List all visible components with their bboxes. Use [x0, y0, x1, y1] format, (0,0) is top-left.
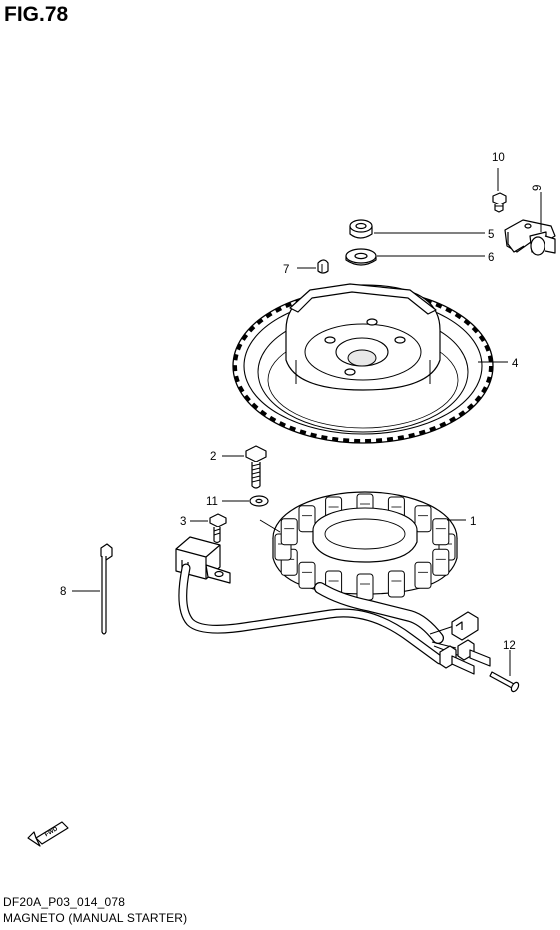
stator-coil	[414, 561, 432, 589]
callout-9: 9	[532, 185, 544, 191]
stator-coil	[280, 518, 298, 546]
part-3-bolt[interactable]	[209, 513, 227, 544]
part-1-wire-harness[interactable]	[178, 563, 461, 665]
callout-6: 6	[488, 252, 494, 264]
stator-coil	[298, 561, 316, 589]
callout-5: 5	[488, 229, 494, 241]
stator-coil	[356, 573, 374, 601]
part-8-cable-tie[interactable]	[100, 543, 113, 635]
stator-pointer-line	[259, 519, 281, 533]
callout-2: 2	[210, 451, 216, 463]
part-1-stator[interactable]	[272, 491, 458, 601]
part-11-washer[interactable]	[249, 495, 269, 507]
stator-coil	[432, 548, 450, 576]
stator-coil	[414, 505, 432, 533]
callout-1: 1	[470, 516, 476, 528]
part-7-key[interactable]	[317, 259, 329, 274]
callout-7: 7	[283, 264, 289, 276]
part-12-screw[interactable]	[489, 671, 520, 693]
callout-12: 12	[503, 640, 516, 652]
callout-11: 11	[206, 496, 218, 508]
part-4-flywheel[interactable]	[232, 283, 494, 444]
figure-code: DF20A_P03_014_078	[3, 895, 126, 909]
stator-coil	[387, 570, 405, 598]
fwd-arrow-icon: FWD	[27, 821, 69, 847]
figure-title: FIG.78	[4, 3, 69, 26]
figure-name: MAGNETO (MANUAL STARTER)	[3, 911, 188, 925]
stator-coil	[298, 505, 316, 533]
callout-10: 10	[492, 152, 505, 164]
part-1-connectors[interactable]	[439, 611, 491, 675]
part-1-pulser-coil[interactable]	[175, 536, 231, 584]
stator-coil	[432, 518, 450, 546]
part-6-washer[interactable]	[345, 248, 377, 266]
part-9-sensor[interactable]	[504, 219, 556, 256]
part-10-bolt[interactable]	[492, 192, 507, 213]
part-2-bolt[interactable]	[245, 445, 267, 489]
part-5-nut[interactable]	[349, 219, 373, 239]
callout-3: 3	[180, 516, 186, 528]
callout-4: 4	[512, 358, 519, 370]
callout-8: 8	[60, 586, 66, 598]
